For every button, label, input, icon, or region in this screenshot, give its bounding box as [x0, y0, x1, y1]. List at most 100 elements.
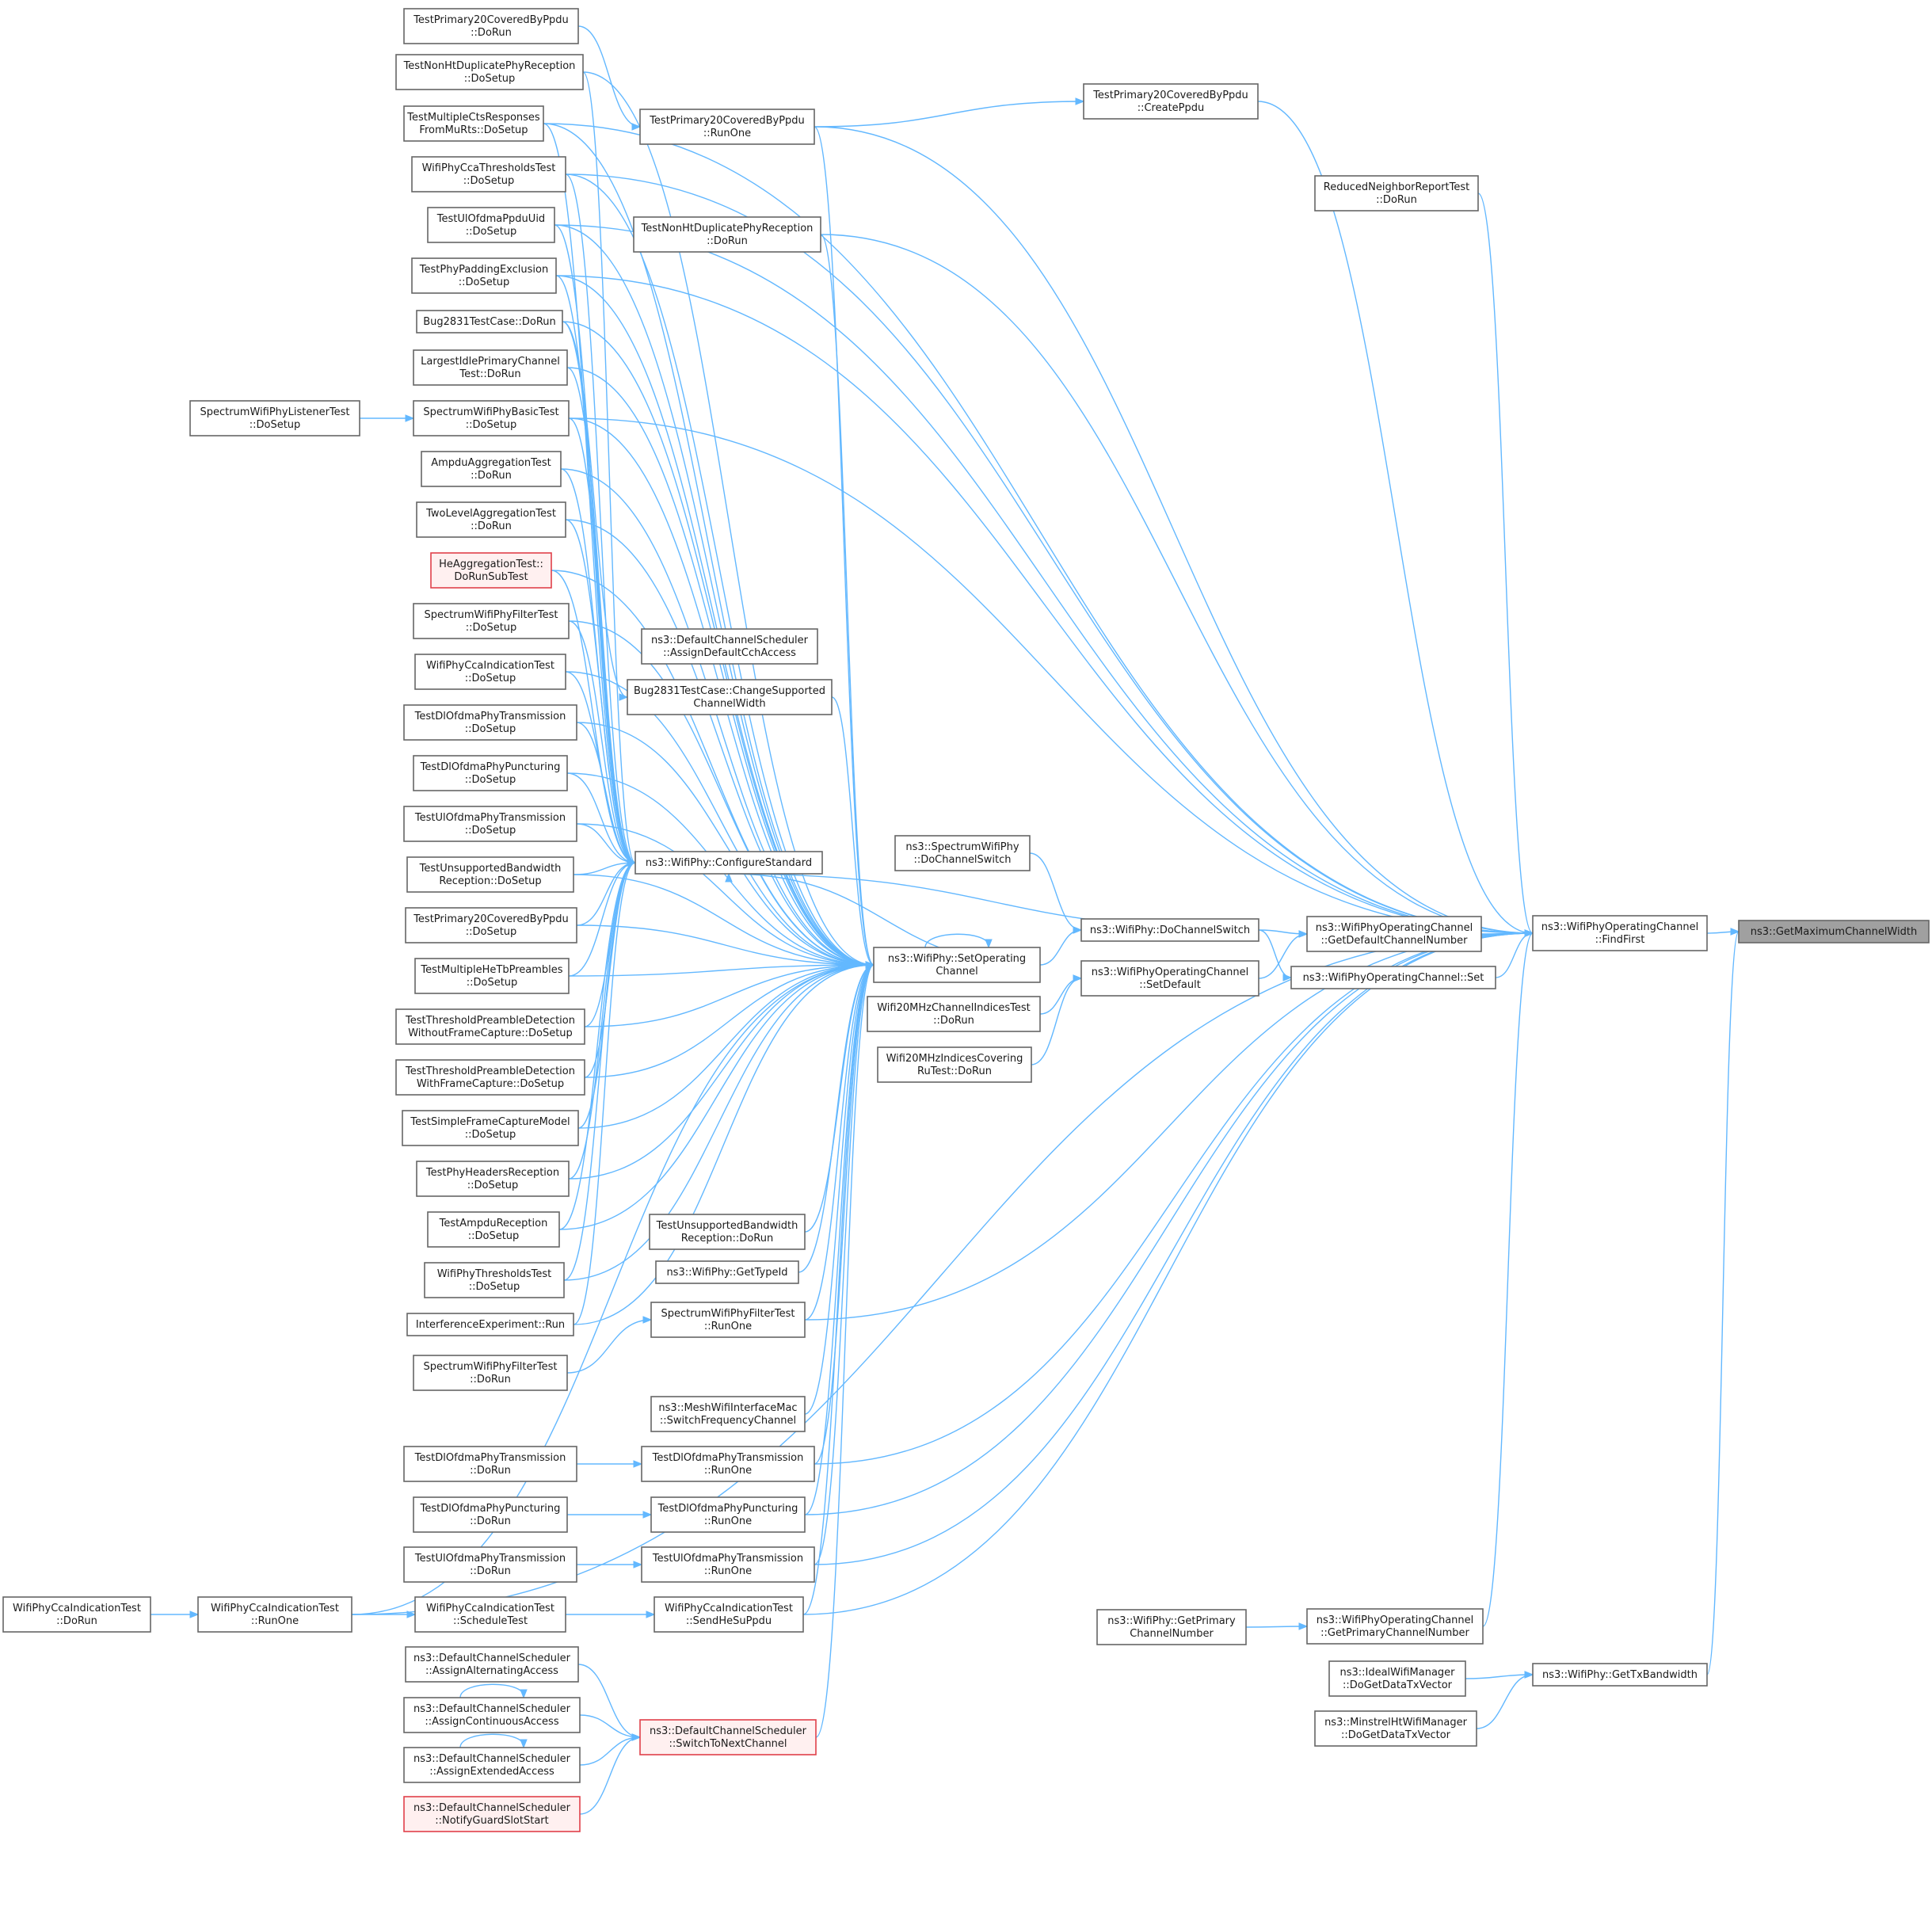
- edge-line: [554, 224, 875, 966]
- graph-node-ccaindsetup[interactable]: WifiPhyCcaIndicationTest::DoSetup: [414, 654, 566, 690]
- graph-node-nonhtsetup[interactable]: TestNonHtDuplicatePhyReception::DoSetup: [395, 54, 584, 90]
- graph-node-root[interactable]: ns3::GetMaximumChannelWidth: [1738, 920, 1930, 943]
- edge-line: [573, 862, 636, 1325]
- graph-node-sfilterdorun[interactable]: SpectrumWifiPhyFilterTest::DoRun: [413, 1355, 568, 1391]
- graph-node-switchnext[interactable]: ns3::DefaultChannelScheduler::SwitchToNe…: [639, 1719, 817, 1755]
- graph-node-tp20setup[interactable]: TestPrimary20CoveredByPpdu::DoSetup: [405, 907, 577, 943]
- graph-node-label: ::DoSetup: [467, 1180, 519, 1191]
- graph-node-threshwith[interactable]: TestThresholdPreambleDetectionWithFrameC…: [395, 1059, 585, 1096]
- graph-node-label: ns3::WifiPhy::GetTypeId: [666, 1267, 787, 1279]
- graph-node-box: [403, 704, 577, 741]
- graph-node-dlpuncsetup[interactable]: TestDlOfdmaPhyPuncturing::DoSetup: [413, 755, 568, 791]
- graph-node-label: ::DoGetDataTxVector: [1343, 1679, 1453, 1691]
- graph-node-ccasendhesu[interactable]: WifiPhyCcaIndicationTest::SendHeSuPpdu: [654, 1596, 804, 1633]
- graph-node-assigncont[interactable]: ns3::DefaultChannelScheduler::AssignCont…: [403, 1697, 581, 1733]
- graph-node-threshwithout[interactable]: TestThresholdPreambleDetectionWithoutFra…: [395, 1008, 585, 1045]
- graph-edge-setop-to-dochsw: [1039, 926, 1083, 966]
- graph-node-ultxdorun[interactable]: TestUlOfdmaPhyTransmission::DoRun: [403, 1546, 577, 1583]
- graph-edge-nonhtrun-to-setop: [820, 234, 875, 969]
- graph-node-ultxsetup[interactable]: TestUlOfdmaPhyTransmission::DoSetup: [403, 806, 577, 842]
- graph-node-getprimch[interactable]: ns3::WifiPhyOperatingChannel::GetPrimary…: [1306, 1608, 1484, 1645]
- graph-node-ccathresh[interactable]: WifiPhyCcaThresholdsTest::DoSetup: [411, 156, 566, 192]
- graph-node-dochsw[interactable]: ns3::WifiPhy::DoChannelSwitch: [1080, 918, 1259, 942]
- edge-arrowhead: [520, 1689, 528, 1699]
- graph-node-assigncch[interactable]: ns3::DefaultChannelScheduler::AssignDefa…: [641, 628, 818, 665]
- graph-node-phygetprim[interactable]: ns3::WifiPhy::GetPrimaryChannelNumber: [1096, 1609, 1247, 1645]
- graph-node-simplecap[interactable]: TestSimpleFrameCaptureModel::DoSetup: [402, 1110, 579, 1146]
- graph-node-tp20runone[interactable]: TestPrimary20CoveredByPpdu::RunOne: [639, 109, 815, 145]
- graph-node-dltxrunone[interactable]: TestDlOfdmaPhyTransmission::RunOne: [641, 1446, 815, 1482]
- graph-node-box: [416, 310, 563, 334]
- graph-node-multihetb[interactable]: TestMultipleHeTbPreambles::DoSetup: [414, 958, 570, 994]
- graph-node-createppdu[interactable]: TestPrimary20CoveredByPpdu::CreatePpdu: [1083, 83, 1259, 120]
- graph-node-twolevel[interactable]: TwoLevelAggregationTest::DoRun: [416, 501, 566, 538]
- graph-node-minstrel[interactable]: ns3::MinstrelHtWifiManager::DoGetDataTxV…: [1314, 1710, 1477, 1747]
- edge-line: [563, 862, 636, 1281]
- graph-edge-padexcl-to-findfirst: [555, 275, 1534, 937]
- graph-node-label: Reception::DoSetup: [439, 875, 541, 887]
- graph-node-confstd[interactable]: ns3::WifiPhy::ConfigureStandard: [634, 851, 823, 875]
- graph-node-box: [894, 835, 1031, 871]
- graph-node-bugchange[interactable]: Bug2831TestCase::ChangeSupportedChannelW…: [627, 679, 833, 715]
- graph-node-notifyguard[interactable]: ns3::DefaultChannelScheduler::NotifyGuar…: [403, 1796, 581, 1832]
- graph-node-heagg[interactable]: HeAggregationTest::DoRunSubTest: [430, 552, 552, 589]
- graph-node-phyheaders[interactable]: TestPhyHeadersReception::DoSetup: [416, 1161, 570, 1197]
- graph-node-unsupsetup[interactable]: TestUnsupportedBandwidthReception::DoSet…: [406, 856, 574, 893]
- graph-node-dltxsetup[interactable]: TestDlOfdmaPhyTransmission::DoSetup: [403, 704, 577, 741]
- graph-node-interfrun[interactable]: InterferenceExperiment::Run: [406, 1313, 574, 1336]
- graph-node-ccadorun[interactable]: WifiPhyCcaIndicationTest::DoRun: [2, 1596, 151, 1633]
- edge-line: [568, 862, 636, 1180]
- graph-node-ideal[interactable]: ns3::IdealWifiManager::DoGetDataTxVector: [1328, 1660, 1466, 1697]
- graph-node-assignext[interactable]: ns3::DefaultChannelScheduler::AssignExte…: [403, 1747, 581, 1783]
- graph-node-multicts[interactable]: TestMultipleCtsResponsesFromMuRts::DoSet…: [403, 105, 544, 142]
- edge-line: [815, 964, 875, 1738]
- graph-node-label: ChannelWidth: [693, 698, 765, 710]
- graph-node-ampduagg[interactable]: AmpduAggregationTest::DoRun: [421, 451, 562, 487]
- graph-node-dltxdorun[interactable]: TestDlOfdmaPhyTransmission::DoRun: [403, 1446, 577, 1482]
- graph-node-findfirst[interactable]: ns3::WifiPhyOperatingChannel::FindFirst: [1532, 915, 1708, 951]
- graph-node-label: ::SetDefault: [1139, 979, 1201, 991]
- graph-node-setdefault[interactable]: ns3::WifiPhyOperatingChannel::SetDefault: [1080, 960, 1259, 997]
- graph-node-specdochsw[interactable]: ns3::SpectrumWifiPhy::DoChannelSwitch: [894, 835, 1031, 871]
- graph-node-sfilterrunone[interactable]: SpectrumWifiPhyFilterTest::RunOne: [650, 1302, 806, 1338]
- graph-node-phythresh[interactable]: WifiPhyThresholdsTest::DoSetup: [424, 1262, 565, 1298]
- graph-node-specbasic[interactable]: SpectrumWifiPhyBasicTest::DoSetup: [413, 400, 570, 436]
- graph-node-label: TestPhyHeadersReception: [425, 1167, 559, 1179]
- graph-node-ulppduuid[interactable]: TestUlOfdmaPpduUid::DoSetup: [427, 207, 555, 243]
- graph-node-ampdurecep[interactable]: TestAmpduReception::DoSetup: [427, 1211, 560, 1248]
- graph-node-getdefch[interactable]: ns3::WifiPhyOperatingChannel::GetDefault…: [1306, 916, 1482, 952]
- graph-node-nonhtrun[interactable]: TestNonHtDuplicatePhyReception::DoRun: [633, 216, 821, 253]
- graph-edge-assignalt-to-switchnext: [577, 1664, 642, 1741]
- graph-node-gettxbw[interactable]: ns3::WifiPhy::GetTxBandwidth: [1532, 1663, 1708, 1687]
- graph-node-ccasched[interactable]: WifiPhyCcaIndicationTest::ScheduleTest: [414, 1596, 566, 1633]
- graph-node-bug2831run[interactable]: Bug2831TestCase::DoRun: [416, 310, 563, 334]
- graph-node-reduced[interactable]: ReducedNeighborReportTest::DoRun: [1314, 175, 1479, 212]
- graph-node-assignalt[interactable]: ns3::DefaultChannelScheduler::AssignAlte…: [405, 1646, 579, 1683]
- graph-node-sfiltersetup[interactable]: SpectrumWifiPhyFilterTest::DoSetup: [413, 603, 570, 639]
- graph-node-speclistener[interactable]: SpectrumWifiPhyListenerTest::DoSetup: [189, 400, 360, 436]
- graph-node-label: ::AssignDefaultCchAccess: [663, 647, 796, 659]
- edge-arrowhead: [619, 693, 629, 701]
- graph-node-ccarunone[interactable]: WifiPhyCcaIndicationTest::RunOne: [197, 1596, 352, 1633]
- graph-node-label: InterferenceExperiment::Run: [416, 1319, 565, 1331]
- graph-node-dlpuncdorun[interactable]: TestDlOfdmaPhyPuncturing::DoRun: [413, 1496, 568, 1533]
- graph-node-meshswitch[interactable]: ns3::MeshWifiInterfaceMac::SwitchFrequen…: [650, 1396, 806, 1432]
- graph-node-tp20dorun[interactable]: TestPrimary20CoveredByPpdu::DoRun: [403, 8, 579, 44]
- edge-line: [568, 964, 875, 1180]
- graph-node-label: ::DoRun: [933, 1015, 974, 1027]
- graph-node-ultxrunone[interactable]: TestUlOfdmaPhyTransmission::RunOne: [641, 1546, 815, 1583]
- graph-node-gettypeid[interactable]: ns3::WifiPhy::GetTypeId: [655, 1260, 799, 1284]
- graph-node-box: [421, 451, 562, 487]
- edge-line: [543, 123, 1534, 934]
- edge-line: [573, 964, 875, 1325]
- graph-node-opchset[interactable]: ns3::WifiPhyOperatingChannel::Set: [1290, 966, 1496, 989]
- edge-line: [804, 964, 875, 1515]
- edge-line: [568, 417, 636, 863]
- graph-node-w20idx[interactable]: Wifi20MHzChannelIndicesTest::DoRun: [867, 996, 1041, 1032]
- graph-node-padexcl[interactable]: TestPhyPaddingExclusion::DoSetup: [411, 257, 557, 294]
- graph-node-dlpuncrunone[interactable]: TestDlOfdmaPhyPuncturing::RunOne: [650, 1496, 806, 1533]
